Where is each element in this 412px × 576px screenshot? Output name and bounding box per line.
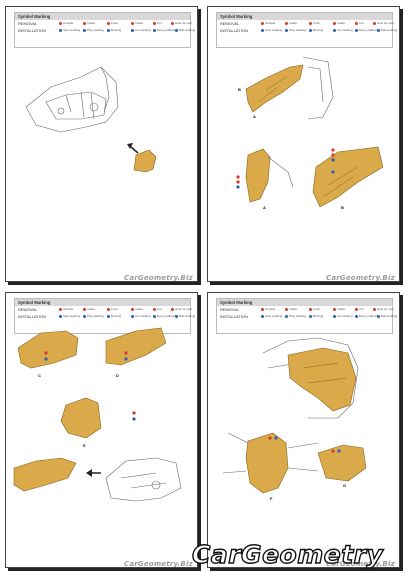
footer-watermark: CarGeometry xyxy=(191,539,384,569)
assembly-illustration xyxy=(222,337,367,494)
callout-label: C xyxy=(38,373,41,378)
symbol-marking-title: Symbol Marking xyxy=(15,13,190,20)
page-watermark: CarGeometry.Biz xyxy=(326,274,395,282)
page-watermark: CarGeometry.Biz xyxy=(124,560,193,568)
panel-removal-illustration xyxy=(13,327,182,502)
symbol-marking-box: Symbol Marking REMOVAL Outside Inside Fr… xyxy=(216,12,397,48)
callout-label: B xyxy=(341,205,344,210)
panel-installation-illustration xyxy=(236,56,384,208)
callout-label: B xyxy=(238,87,241,92)
page-watermark: CarGeometry.Biz xyxy=(124,274,193,282)
callout-label: A xyxy=(253,114,256,119)
manual-page-3: Symbol Marking REMOVAL Outside Inside Fr… xyxy=(5,292,198,568)
callout-label: G xyxy=(343,483,347,488)
symbol-marking-box: Symbol Marking REMOVAL Outside Inside Fr… xyxy=(216,298,397,334)
callout-label: A xyxy=(263,205,266,210)
page-watermark: CarGeometry.Biz xyxy=(326,560,395,568)
manual-page-2: Symbol Marking REMOVAL Outside Inside Fr… xyxy=(207,6,400,282)
symbol-marking-box: Symbol Marking REMOVAL Outside Inside Fr… xyxy=(14,298,195,334)
symbol-marking-box: Symbol Marking REMOVAL Outside Inside Fr… xyxy=(14,12,195,48)
callout-label: F xyxy=(270,496,273,501)
installation-label: INSTALLATION xyxy=(18,28,46,33)
removal-label: REMOVAL xyxy=(18,21,38,26)
manual-page-4: Symbol Marking REMOVAL Outside Inside Fr… xyxy=(207,292,400,568)
callout-label: E xyxy=(83,443,86,448)
body-structure-illustration xyxy=(25,66,157,173)
callout-label: D xyxy=(116,373,119,378)
manual-page-1: Symbol Marking REMOVAL Outside Inside Fr… xyxy=(5,6,198,282)
